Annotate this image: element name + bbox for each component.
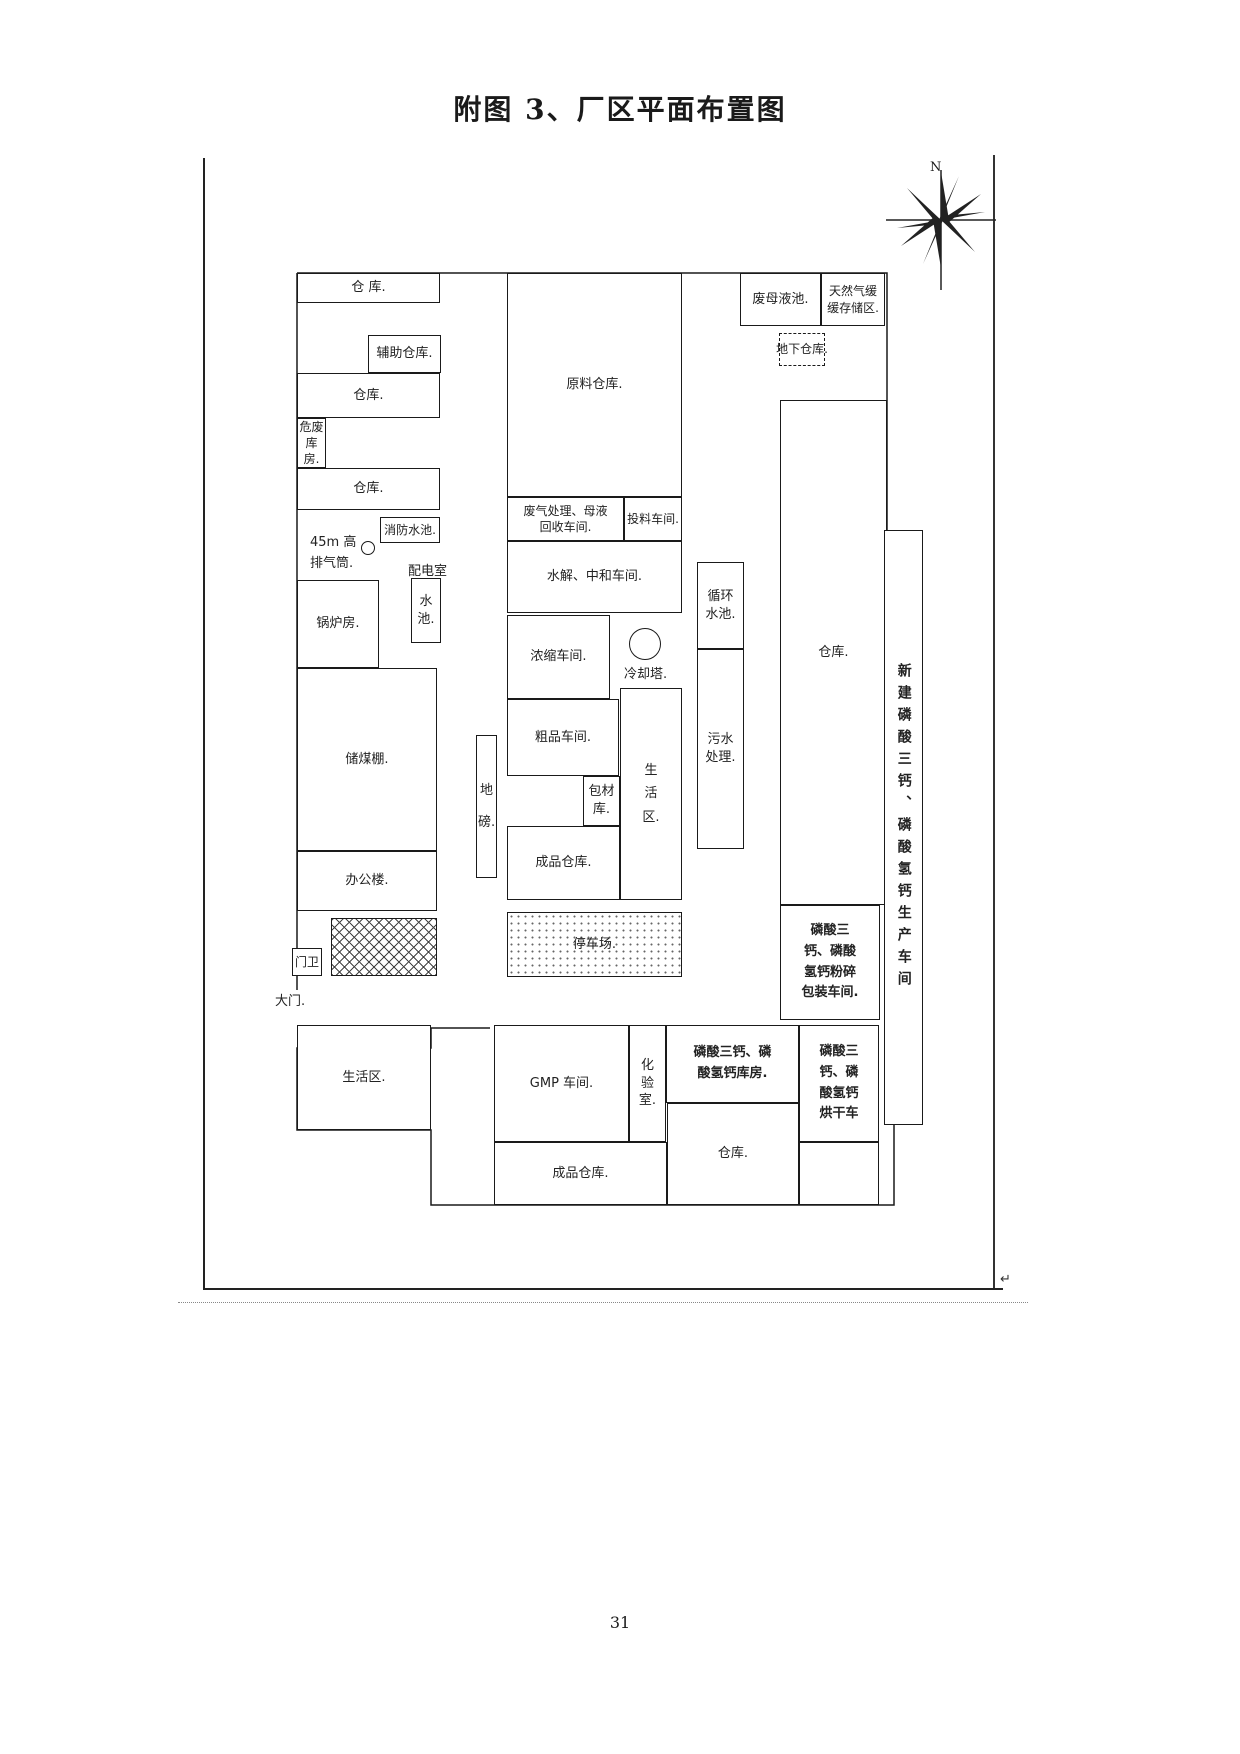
circulating-pool: 循环 水池. <box>697 562 744 649</box>
page-frame-left <box>203 158 205 1290</box>
raw-material-warehouse: 原料仓库. <box>507 273 682 497</box>
greenery-hatch <box>331 918 437 976</box>
warehouse-top-left: 仓 库. <box>297 273 440 303</box>
new-production-workshop: 新建磷酸三钙、磷酸氢钙生产车间 <box>884 530 923 1125</box>
page-frame-bottom <box>203 1288 1003 1290</box>
hydrolysis-workshop: 水解、中和车间. <box>507 541 682 613</box>
main-gate-label: 大门. <box>275 994 306 1009</box>
north-label: N <box>930 160 942 175</box>
coal-shed: 储煤棚. <box>297 668 437 851</box>
crushing-packaging-workshop: 磷酸三 钙、磷酸 氢钙粉碎 包装车间. <box>780 905 880 1020</box>
warehouse-2: 仓库. <box>297 373 440 418</box>
living-area-center: 生 活 区. <box>620 688 682 900</box>
living-area-bottom: 生活区. <box>297 1025 431 1130</box>
packaging-material-warehouse: 包材 库. <box>583 776 620 826</box>
waste-mother-liquor-pool: 废母液池. <box>740 273 821 326</box>
waste-gas-treatment: 废气处理、母液 回收车间. <box>507 497 624 541</box>
office-building: 办公楼. <box>297 851 437 911</box>
compass-rose-icon <box>886 170 996 290</box>
boiler-room: 锅炉房. <box>297 580 379 668</box>
warehouse-3: 仓库. <box>297 468 440 510</box>
exhaust-stack-label: 45m 高 排气筒. <box>310 535 357 571</box>
page-title: 附图 3、厂区平面布置图 <box>453 93 787 126</box>
laboratory: 化 验 室. <box>629 1025 666 1142</box>
warehouse-bottom: 仓库. <box>667 1103 799 1205</box>
exhaust-stack-circle <box>361 541 375 555</box>
page-frame-right <box>993 155 995 1288</box>
parking-lot: 停车场. <box>507 912 682 977</box>
warehouse-right: 仓库. <box>780 400 887 905</box>
water-pool: 水 池. <box>411 578 441 643</box>
guard-room: 门卫 <box>292 948 322 976</box>
fire-pool: 消防水池. <box>380 517 440 543</box>
crude-product-workshop: 粗品车间. <box>507 699 619 776</box>
finished-warehouse-bottom: 成品仓库. <box>494 1142 667 1205</box>
distribution-room: 配电室 <box>408 564 448 579</box>
hazardous-waste-storage: 危废 库房. <box>297 418 326 468</box>
return-mark: ↵ <box>1000 1272 1011 1287</box>
concentration-workshop: 浓缩车间. <box>507 615 610 699</box>
sewage-treatment: 污水 处理. <box>697 649 744 849</box>
empty-plot-bottom-right <box>799 1142 879 1205</box>
auxiliary-warehouse: 辅助仓库. <box>368 335 441 373</box>
gmp-workshop: GMP 车间. <box>494 1025 629 1142</box>
phosphate-warehouse: 磷酸三钙、磷 酸氢钙库房. <box>666 1025 799 1103</box>
ingredient-workshop: 投料车间. <box>624 497 682 541</box>
natural-gas-storage: 天然气缓 缓存储区. <box>821 273 885 326</box>
underground-warehouse: 地下仓库. <box>776 333 828 366</box>
cooling-tower-label: 冷却塔. <box>624 667 668 682</box>
page-number: 31 <box>609 1613 631 1632</box>
finished-warehouse-center: 成品仓库. <box>507 826 620 900</box>
page-divider <box>178 1302 1028 1303</box>
drying-workshop: 磷酸三 钙、磷 酸氢钙 烘干车 <box>799 1025 879 1142</box>
weighbridge: 地 磅. <box>476 735 497 878</box>
cooling-tower-circle <box>629 628 661 660</box>
